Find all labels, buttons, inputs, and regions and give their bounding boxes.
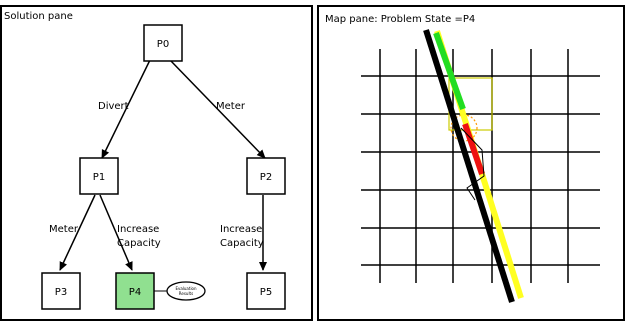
node-p3-label: P3 — [55, 287, 67, 298]
edge-label-meter: Meter — [216, 101, 246, 112]
edge-label-increase-p5: Increase — [220, 224, 262, 235]
node-p1-label: P1 — [93, 172, 105, 183]
edge-label-divert: Divert — [98, 101, 129, 112]
solution-pane-title: Solution pane — [4, 11, 73, 22]
edge-p1-p3 — [59, 194, 96, 271]
route-main — [423, 29, 515, 303]
edge-p0-p1 — [101, 59, 151, 159]
node-p0-label: P0 — [157, 39, 169, 50]
edge-p1-p4 — [99, 194, 133, 271]
route-red — [462, 123, 485, 175]
map-pane-title: Map pane: Problem State =P4 — [325, 14, 475, 25]
node-p4[interactable]: P4 — [115, 272, 155, 310]
edge-p0-p2 — [169, 59, 266, 159]
node-p0[interactable]: P0 — [143, 24, 183, 62]
node-p5-label: P5 — [260, 287, 272, 298]
callout-line-2: Results — [179, 291, 193, 296]
route-detail — [460, 127, 485, 201]
edge-label-capacity-p5: Capacity — [220, 238, 264, 249]
edge-label-increase-p4: Increase — [117, 224, 159, 235]
node-p4-box — [115, 272, 155, 310]
node-p3[interactable]: P3 — [41, 272, 81, 310]
edge-label-capacity-p4: Capacity — [117, 238, 161, 249]
node-p2[interactable]: P2 — [246, 157, 286, 195]
node-p5[interactable]: P5 — [246, 272, 286, 310]
evaluation-results-callout[interactable]: Evaluation Results — [166, 281, 206, 301]
edge-label-meter-p3: Meter — [49, 224, 79, 235]
callout-line-1: Evaluation — [175, 286, 197, 291]
node-p1[interactable]: P1 — [79, 157, 119, 195]
node-p2-label: P2 — [260, 172, 272, 183]
node-p4-label: P4 — [129, 287, 141, 298]
route-green — [433, 31, 466, 111]
